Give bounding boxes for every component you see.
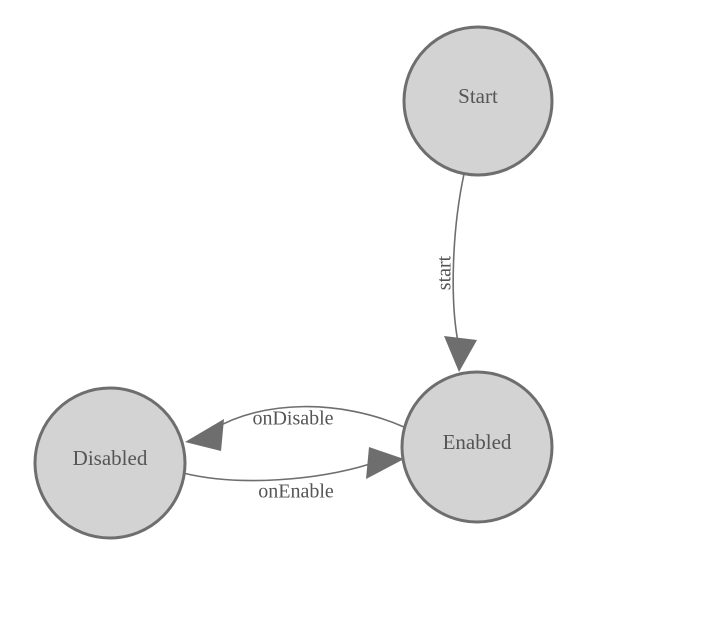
- node-enabled-circle: [400, 370, 554, 524]
- edge-start-to-enabled-line: [452, 173, 465, 343]
- edge-label-on-enable: onEnable: [258, 481, 334, 503]
- edge-enabled-to-disabled[interactable]: onDisable: [185, 405, 405, 451]
- edge-label-on-disable: onDisable: [252, 408, 333, 430]
- edge-disabled-to-enabled[interactable]: onEnable: [182, 447, 404, 503]
- edge-enabled-to-disabled-arrowhead: [185, 419, 224, 451]
- node-enabled-label: Enabled: [443, 430, 512, 454]
- node-disabled-label: Disabled: [73, 446, 148, 470]
- edge-disabled-to-enabled-line: [182, 463, 371, 482]
- edge-start-to-enabled-arrowhead: [444, 336, 477, 372]
- node-enabled[interactable]: Enabled: [400, 370, 554, 524]
- edge-start-to-enabled[interactable]: start: [434, 173, 477, 372]
- node-disabled[interactable]: Disabled: [33, 386, 187, 540]
- node-start-label: Start: [458, 84, 498, 108]
- node-disabled-circle: [33, 386, 187, 540]
- edge-enabled-to-disabled-line: [213, 405, 405, 430]
- edge-label-start: start: [434, 255, 456, 290]
- node-start-circle: [402, 25, 554, 177]
- node-start[interactable]: Start: [402, 25, 554, 177]
- edge-disabled-to-enabled-arrowhead: [366, 447, 404, 479]
